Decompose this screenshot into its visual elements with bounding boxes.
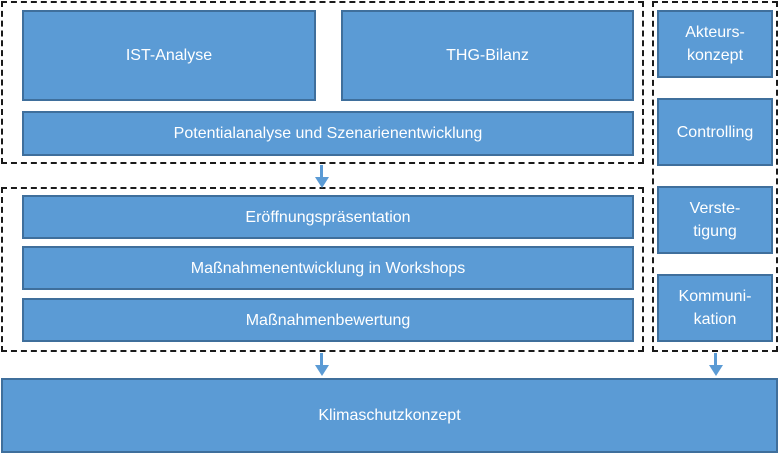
verstetigung-label: Verste- tigung <box>689 200 741 240</box>
akteurskonzept-label: Akteurs- konzept <box>685 24 745 64</box>
kommunikation-box: Kommuni- kation <box>657 274 773 342</box>
arrow-shaft <box>320 165 323 180</box>
controlling-box: Controlling <box>657 98 773 166</box>
massnahmenentwicklung-box: Maßnahmenentwicklung in Workshops <box>22 246 634 290</box>
arrow-head <box>709 365 723 376</box>
ist-analyse-label: IST-Analyse <box>125 47 213 64</box>
arrow-analysis-to-measures <box>315 165 329 189</box>
massnahmenbewertung-label: Maßnahmenbewertung <box>245 311 411 329</box>
massnahmenentwicklung-label: Maßnahmenentwicklung in Workshops <box>190 259 466 277</box>
thg-bilanz-label: THG-Bilanz <box>446 47 529 64</box>
arrow-side-to-result <box>709 353 723 377</box>
eroeffnungspraesentation-box: Eröffnungspräsentation <box>22 195 634 239</box>
arrow-measures-to-result <box>315 353 329 377</box>
side-column-frame <box>652 1 778 352</box>
analysis-group-frame <box>1 1 644 164</box>
arrow-head <box>315 365 329 376</box>
arrow-head <box>315 177 329 188</box>
potentialanalyse-box: Potentialanalyse und Szenarienentwicklun… <box>22 111 634 156</box>
verstetigung-box: Verste- tigung <box>657 186 773 254</box>
ist-analyse-box: IST-Analyse <box>22 10 316 101</box>
potentialanalyse-label: Potentialanalyse und Szenarienentwicklun… <box>173 125 483 142</box>
arrow-shaft <box>320 353 323 368</box>
klimaschutzkonzept-label: Klimaschutzkonzept <box>318 407 461 424</box>
arrow-shaft <box>714 353 717 368</box>
measures-group-frame <box>1 187 644 352</box>
massnahmenbewertung-box: Maßnahmenbewertung <box>22 298 634 342</box>
controlling-label: Controlling <box>676 123 754 141</box>
akteurskonzept-box: Akteurs- konzept <box>657 10 773 78</box>
thg-bilanz-box: THG-Bilanz <box>341 10 634 101</box>
eroeffnungspraesentation-label: Eröffnungspräsentation <box>245 208 411 226</box>
kommunikation-label: Kommuni- kation <box>678 288 752 328</box>
klimaschutzkonzept-box: Klimaschutzkonzept <box>1 378 778 453</box>
